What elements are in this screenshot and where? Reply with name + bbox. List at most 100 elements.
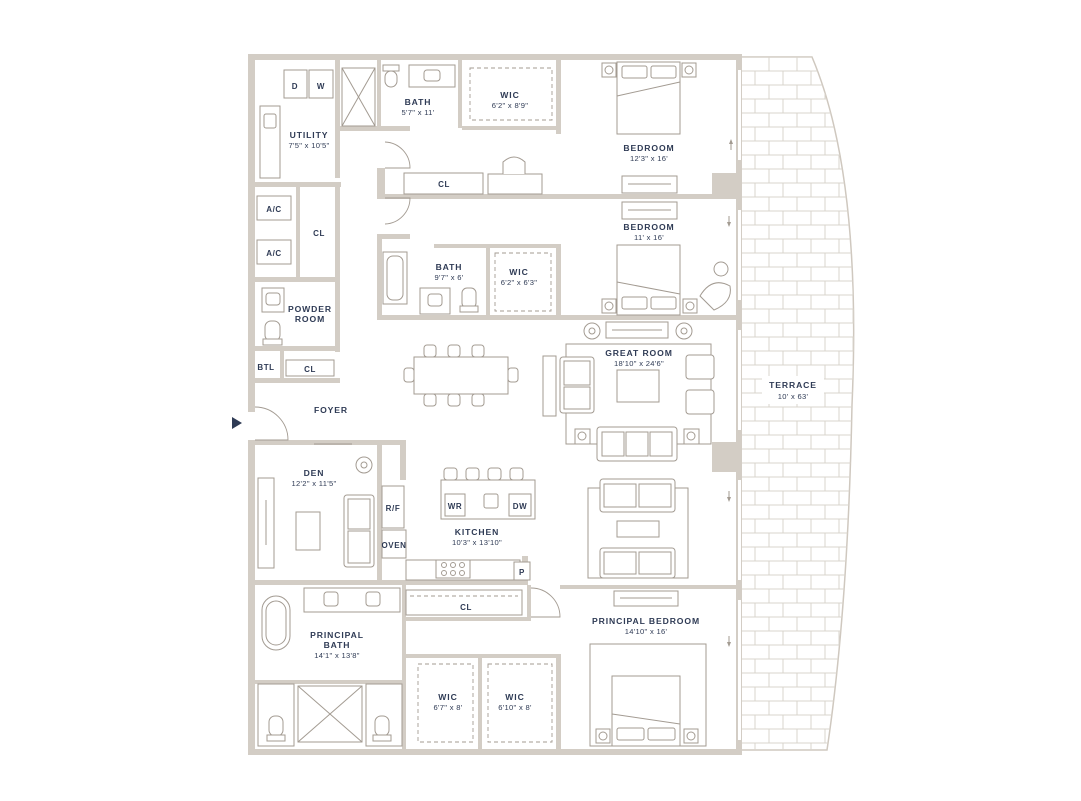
utility-sink-icon: [263, 113, 277, 129]
terrace-dim: 10' x 63': [778, 392, 809, 401]
entry-arrow-icon: [232, 417, 242, 429]
island-sink-icon: [483, 493, 499, 509]
bedroom-2-dim: 11' x 16': [634, 233, 664, 242]
wic-principal-2-dim: 6'10" x 8': [498, 703, 532, 712]
great-room-name: GREAT ROOM: [605, 348, 673, 358]
desk-icon: [487, 173, 543, 195]
bedroom-2-name: BEDROOM: [623, 222, 674, 232]
sofa-icon: [599, 547, 676, 579]
wic-top-name: WIC: [500, 90, 519, 100]
washer-label: W: [317, 82, 325, 91]
wic-top-dim: 6'2" x 8'9": [492, 101, 529, 110]
utility-room: D W UTILITY 7'5" x 10'5": [259, 69, 334, 179]
principal-bath-line1: PRINCIPAL: [310, 630, 364, 640]
dryer: [283, 69, 308, 99]
wic-principal-2-name: WIC: [505, 692, 524, 702]
principal-bath-line2: BATH: [324, 640, 351, 650]
principal-bath: PRINCIPAL BATH 14'1" x 13'8": [257, 587, 403, 747]
doors: [254, 141, 561, 618]
ac-unit-1: [256, 195, 292, 221]
armchair-icon: [685, 389, 715, 415]
foyer-name: FOYER: [314, 405, 348, 415]
kitchen-island: [440, 479, 536, 520]
hall-closet: CL: [403, 172, 484, 195]
sink-icon: [323, 591, 339, 607]
bedroom-1-dim: 12'3" x 16': [630, 154, 668, 163]
coffee-table-icon: [616, 369, 660, 403]
bath-top-name: BATH: [405, 97, 432, 107]
bedroom-1: BEDROOM 12'3" x 16': [487, 61, 733, 195]
sink-icon: [427, 293, 443, 307]
washer: [308, 69, 334, 99]
bath-top: BATH 5'7" x 11': [341, 64, 456, 127]
principal-closet: CL: [405, 589, 523, 616]
bath-mid: BATH 9'7" x 6': [382, 251, 479, 315]
lounge-chair-icon: [699, 282, 731, 311]
wine-refrigerator: [444, 493, 466, 517]
sofa-icon: [599, 478, 676, 513]
principal-wics: WIC 6'7" x 8' WIC 6'10" x 8': [417, 663, 553, 743]
toilet-icon: [461, 287, 477, 309]
dryer-label: D: [292, 82, 298, 91]
refrigerator: [381, 485, 405, 529]
sink-icon: [365, 591, 381, 607]
closet-hall-label: CL: [438, 180, 450, 189]
terrace-name: TERRACE: [769, 380, 817, 390]
armchair-icon: [685, 354, 715, 380]
wic-principal-1-name: WIC: [438, 692, 457, 702]
bedroom-1-name: BEDROOM: [623, 143, 674, 153]
wine-refrigerator-label: WR: [448, 502, 463, 511]
sink-icon: [265, 292, 281, 306]
wic-principal-1-dim: 6'7" x 8': [434, 703, 463, 712]
vanity-icon: [303, 587, 401, 613]
bath-mid-name: BATH: [436, 262, 463, 272]
oven: [381, 529, 407, 559]
powder-room-line1: POWDER: [288, 304, 332, 314]
dining-table: [403, 344, 519, 407]
desk-chair-icon: [502, 156, 526, 174]
btl-label: BTL: [257, 363, 274, 372]
sofa-icon: [596, 426, 678, 462]
wic-mid-name: WIC: [509, 267, 528, 277]
powder-room-line2: ROOM: [295, 314, 325, 324]
closet-btl-label: CL: [304, 365, 316, 374]
powder-room: POWDER ROOM: [261, 287, 332, 346]
sink-icon: [423, 69, 441, 82]
mechanical: A/C A/C CL: [256, 195, 325, 265]
bath-top-dim: 5'7" x 11': [402, 108, 435, 117]
toilet-icon: [384, 70, 398, 88]
ottoman-icon: [295, 511, 321, 551]
media-console-icon: [542, 355, 557, 417]
bath-mid-dim: 9'7" x 6': [435, 273, 464, 282]
great-room: GREAT ROOM 18'10" x 24'6": [542, 321, 731, 579]
btl-closet: BTL CL: [257, 359, 335, 377]
principal-bedroom: PRINCIPAL BEDROOM 14'10" x 16': [589, 590, 731, 747]
den: DEN 12'2" x 11'5": [257, 456, 375, 569]
principal-bedroom-dim: 14'10" x 16': [625, 627, 668, 636]
utility-dim: 7'5" x 10'5": [288, 141, 329, 150]
pantry-label: P: [519, 568, 525, 577]
terrace-label-bg: [762, 376, 824, 404]
cooktop-icon: [435, 559, 471, 579]
closet-principal-label: CL: [460, 603, 472, 612]
den-name: DEN: [304, 468, 325, 478]
wic-top: WIC 6'2" x 8'9": [469, 67, 553, 121]
wic-mid-dim: 6'2" x 6'3": [501, 278, 538, 287]
bedroom-2: BEDROOM 11' x 16': [601, 201, 731, 316]
den-dim: 12'2" x 11'5": [292, 479, 337, 488]
bidet-icon: [374, 715, 390, 737]
coffee-table-icon: [616, 520, 660, 538]
freestanding-tub-icon: [261, 595, 291, 651]
side-table-icon: [713, 261, 729, 277]
utility-name: UTILITY: [290, 130, 329, 140]
toilet-icon: [264, 320, 281, 342]
ac-unit-2: [256, 239, 292, 265]
kitchen-name: KITCHEN: [455, 527, 500, 537]
terrace: TERRACE 10' x 63': [740, 56, 855, 751]
pantry: [513, 561, 531, 581]
dining-table-icon: [413, 356, 509, 395]
kitchen: R/F OVEN P WR DW KITCHEN 10'3" x 13'10": [381, 467, 536, 581]
kitchen-dim: 10'3" x 13'10": [452, 538, 502, 547]
closet-top-label: CL: [313, 229, 325, 238]
wic-mid: WIC 6'2" x 6'3": [494, 252, 552, 312]
